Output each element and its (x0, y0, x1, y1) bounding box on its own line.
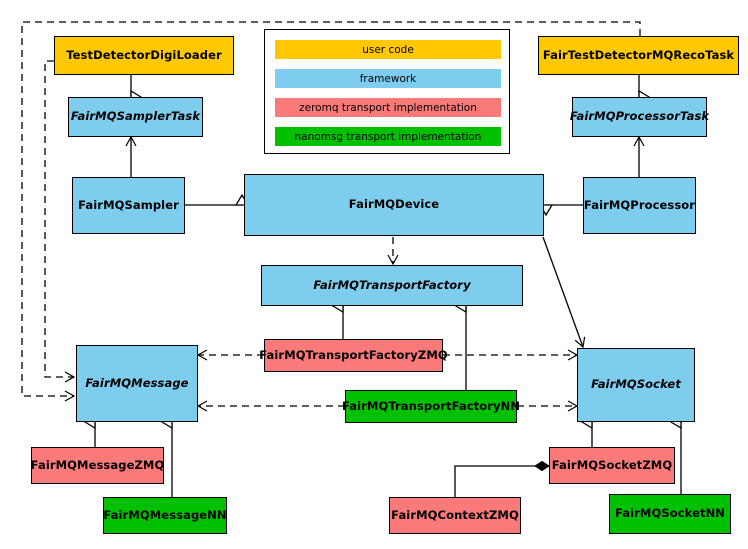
legend-label-nanomsg: nanomsg transport implementation (294, 130, 482, 143)
node-label: FairMQSamplerTask (70, 109, 201, 124)
node-fair-mq-device[interactable]: FairMQDevice (244, 174, 544, 236)
legend-label-zeromq: zeromq transport implementation (299, 101, 477, 114)
legend: user code framework zeromq transport imp… (264, 29, 510, 154)
node-label: FairMQMessageZMQ (30, 457, 165, 472)
node-fair-mq-transport-factory-nn[interactable]: FairMQTransportFactoryNN (341, 390, 521, 423)
node-label: FairMQContextZMQ (391, 507, 519, 522)
node-fair-mq-message[interactable]: FairMQMessage (76, 345, 198, 422)
edge-device-to-socket (542, 236, 586, 349)
edge-recotask-to-message (21, 21, 641, 402)
node-fair-mq-transport-factory[interactable]: FairMQTransportFactory (261, 265, 523, 306)
node-label: FairMQTransportFactoryZMQ (259, 347, 448, 362)
node-label: FairMQTransportFactoryNN (341, 398, 521, 413)
node-label: FairMQSampler (78, 197, 179, 212)
node-fair-mq-sampler[interactable]: FairMQSampler (72, 177, 185, 234)
node-fair-mq-transport-factory-zmq[interactable]: FairMQTransportFactoryZMQ (259, 339, 448, 372)
node-label: FairMQMessageNN (103, 507, 227, 522)
node-fair-mq-processor-task[interactable]: FairMQProcessorTask (569, 97, 710, 137)
legend-item-zeromq: zeromq transport implementation (275, 98, 501, 117)
node-fair-mq-sampler-task[interactable]: FairMQSamplerTask (68, 97, 203, 137)
node-fair-mq-context-zmq[interactable]: FairMQContextZMQ (389, 497, 521, 534)
node-fair-mq-socket-zmq[interactable]: FairMQSocketZMQ (549, 447, 675, 484)
legend-item-user-code: user code (275, 40, 501, 59)
node-label: FairMQMessage (85, 375, 189, 390)
node-label: FairMQProcessorTask (569, 109, 710, 124)
node-fair-test-detector-mq-reco-task[interactable]: FairTestDetectorMQRecoTask (538, 36, 739, 75)
node-label: FairTestDetectorMQRecoTask (542, 47, 735, 62)
legend-item-framework: framework (275, 69, 501, 88)
node-fair-mq-socket-nn[interactable]: FairMQSocketNN (609, 494, 731, 534)
legend-item-nanomsg: nanomsg transport implementation (275, 127, 501, 146)
node-fair-mq-message-nn[interactable]: FairMQMessageNN (103, 497, 227, 534)
node-label: FairMQSocketZMQ (551, 457, 673, 472)
edge-socketzmq-composition-contextzmq (454, 460, 550, 497)
node-label: FairMQSocketNN (614, 506, 726, 521)
node-fair-mq-processor[interactable]: FairMQProcessor (583, 177, 696, 234)
node-label: TestDetectorDigiLoader (66, 47, 222, 62)
node-test-detector-digi-loader[interactable]: TestDetectorDigiLoader (54, 36, 234, 75)
edge-digiloader-to-message (44, 60, 76, 383)
legend-label-user-code: user code (362, 43, 414, 56)
node-label: FairMQDevice (348, 197, 440, 212)
node-label: FairMQTransportFactory (313, 277, 471, 292)
node-fair-mq-socket[interactable]: FairMQSocket (577, 348, 695, 422)
legend-label-framework: framework (359, 72, 417, 85)
node-label: FairMQProcessor (583, 197, 696, 212)
node-label: FairMQSocket (591, 377, 681, 392)
node-fair-mq-message-zmq[interactable]: FairMQMessageZMQ (31, 447, 164, 484)
